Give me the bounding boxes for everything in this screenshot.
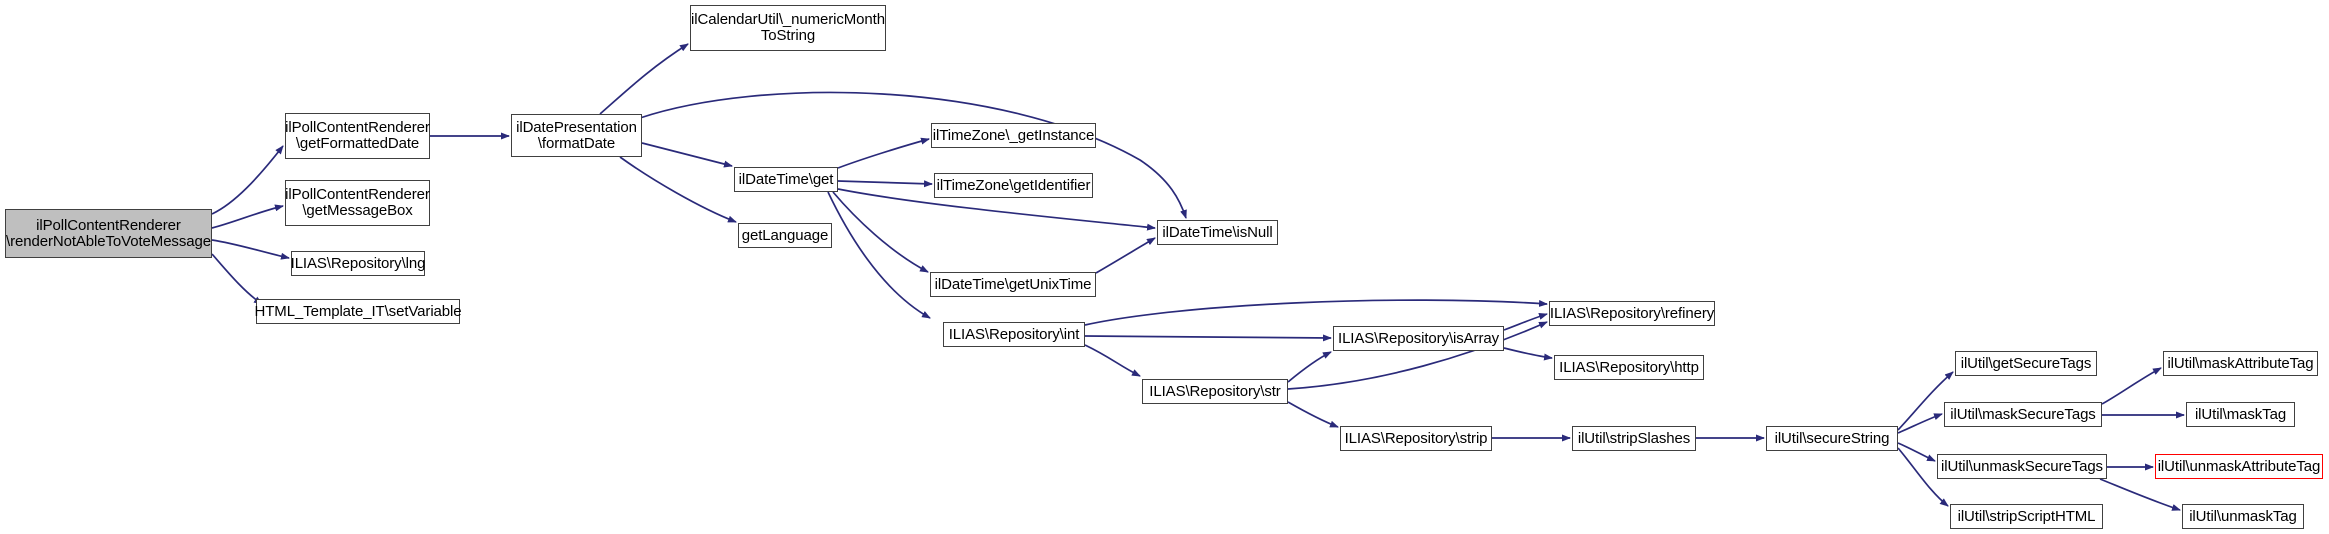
edge-root-to-repoLng xyxy=(211,239,290,260)
graph-node-getFormattedDate[interactable]: ilPollContentRenderer \getFormattedDate xyxy=(285,113,430,159)
graph-node-stripScriptHTML[interactable]: ilUtil\stripScriptHTML xyxy=(1950,504,2103,529)
graph-node-repoIsArray[interactable]: ILIAS\Repository\isArray xyxy=(1333,326,1504,351)
edge-repoStr-to-repoIsArray xyxy=(1287,351,1332,383)
edge-secureString-to-unmaskSecureTags xyxy=(1897,442,1936,462)
graph-node-tzGetIdentifier[interactable]: ilTimeZone\getIdentifier xyxy=(934,173,1093,198)
graph-node-getMessageBox[interactable]: ilPollContentRenderer \getMessageBox xyxy=(285,180,430,226)
graph-node-stripSlashes[interactable]: ilUtil\stripSlashes xyxy=(1572,426,1696,451)
graph-node-repoLng[interactable]: ILIAS\Repository\lng xyxy=(291,251,425,276)
graph-node-getSecureTags[interactable]: ilUtil\getSecureTags xyxy=(1955,351,2097,376)
graph-node-repoStr[interactable]: ILIAS\Repository\str xyxy=(1142,379,1288,404)
graph-node-unmaskSecureTags[interactable]: ilUtil\unmaskSecureTags xyxy=(1937,454,2107,479)
edge-dateTimeGet-to-getUnixTime xyxy=(832,191,929,273)
graph-node-unmaskTag[interactable]: ilUtil\unmaskTag xyxy=(2182,504,2304,529)
edge-repoInt-to-repoIsArray xyxy=(1084,334,1332,342)
graph-node-formatDate[interactable]: ilDatePresentation \formatDate xyxy=(511,114,642,157)
graph-node-repoInt[interactable]: ILIAS\Repository\int xyxy=(943,322,1085,347)
edge-maskSecureTags-to-maskAttributeTag xyxy=(2101,367,2162,405)
edge-repoIsArray-to-repoHttp xyxy=(1503,347,1553,361)
edge-unmaskSecureTags-to-unmaskTag xyxy=(2099,478,2181,511)
graph-node-repoRefinery[interactable]: ILIAS\Repository\refinery xyxy=(1549,301,1715,326)
graph-node-getUnixTime[interactable]: ilDateTime\getUnixTime xyxy=(930,272,1096,297)
edge-dateTimeGet-to-repoInt xyxy=(827,191,931,319)
edge-getUnixTime-to-isNull xyxy=(1095,237,1156,274)
graph-node-dateTimeGet[interactable]: ilDateTime\get xyxy=(734,167,838,192)
graph-node-numericMonth[interactable]: ilCalendarUtil\_numericMonth ToString xyxy=(690,5,886,51)
graph-node-unmaskAttributeTag[interactable]: ilUtil\unmaskAttributeTag xyxy=(2155,454,2323,479)
edge-dateTimeGet-to-tzGetInstance xyxy=(837,137,930,169)
edge-formatDate-to-dateTimeGet xyxy=(641,142,733,168)
edge-root-to-setVariable xyxy=(211,253,263,305)
edge-root-to-getFormattedDate xyxy=(211,145,284,215)
graph-node-maskSecureTags[interactable]: ilUtil\maskSecureTags xyxy=(1944,402,2102,427)
graph-node-tzGetInstance[interactable]: ilTimeZone\_getInstance xyxy=(931,123,1096,148)
graph-node-root[interactable]: ilPollContentRenderer \renderNotAbleToVo… xyxy=(5,209,212,258)
edge-formatDate-to-getLanguage xyxy=(619,156,737,223)
edge-repoIsArray-to-repoRefinery xyxy=(1503,313,1548,331)
edge-repoInt-to-repoStr xyxy=(1084,344,1141,377)
graph-node-maskTag[interactable]: ilUtil\maskTag xyxy=(2186,402,2295,427)
graph-node-setVariable[interactable]: HTML_Template_IT\setVariable xyxy=(255,299,462,324)
graph-node-repoHttp[interactable]: ILIAS\Repository\http xyxy=(1554,355,1704,380)
graph-node-maskAttributeTag[interactable]: ilUtil\maskAttributeTag xyxy=(2163,351,2318,376)
edge-formatDate-to-numericMonth xyxy=(599,43,689,115)
edge-repoInt-to-repoRefinery xyxy=(1084,299,1548,326)
edge-secureString-to-maskSecureTags xyxy=(1897,413,1943,434)
graph-node-getLanguage[interactable]: getLanguage xyxy=(738,223,832,248)
edge-repoStr-to-repoStrip xyxy=(1287,401,1339,428)
graph-node-secureString[interactable]: ilUtil\secureString xyxy=(1766,426,1898,451)
edge-formatDate-to-isNull xyxy=(639,91,1187,219)
graph-node-repoStrip[interactable]: ILIAS\Repository\strip xyxy=(1340,426,1492,451)
graph-node-isNull[interactable]: ilDateTime\isNull xyxy=(1157,220,1278,245)
edge-root-to-getMessageBox xyxy=(211,204,284,229)
edge-dateTimeGet-to-tzGetIdentifier xyxy=(837,180,933,188)
